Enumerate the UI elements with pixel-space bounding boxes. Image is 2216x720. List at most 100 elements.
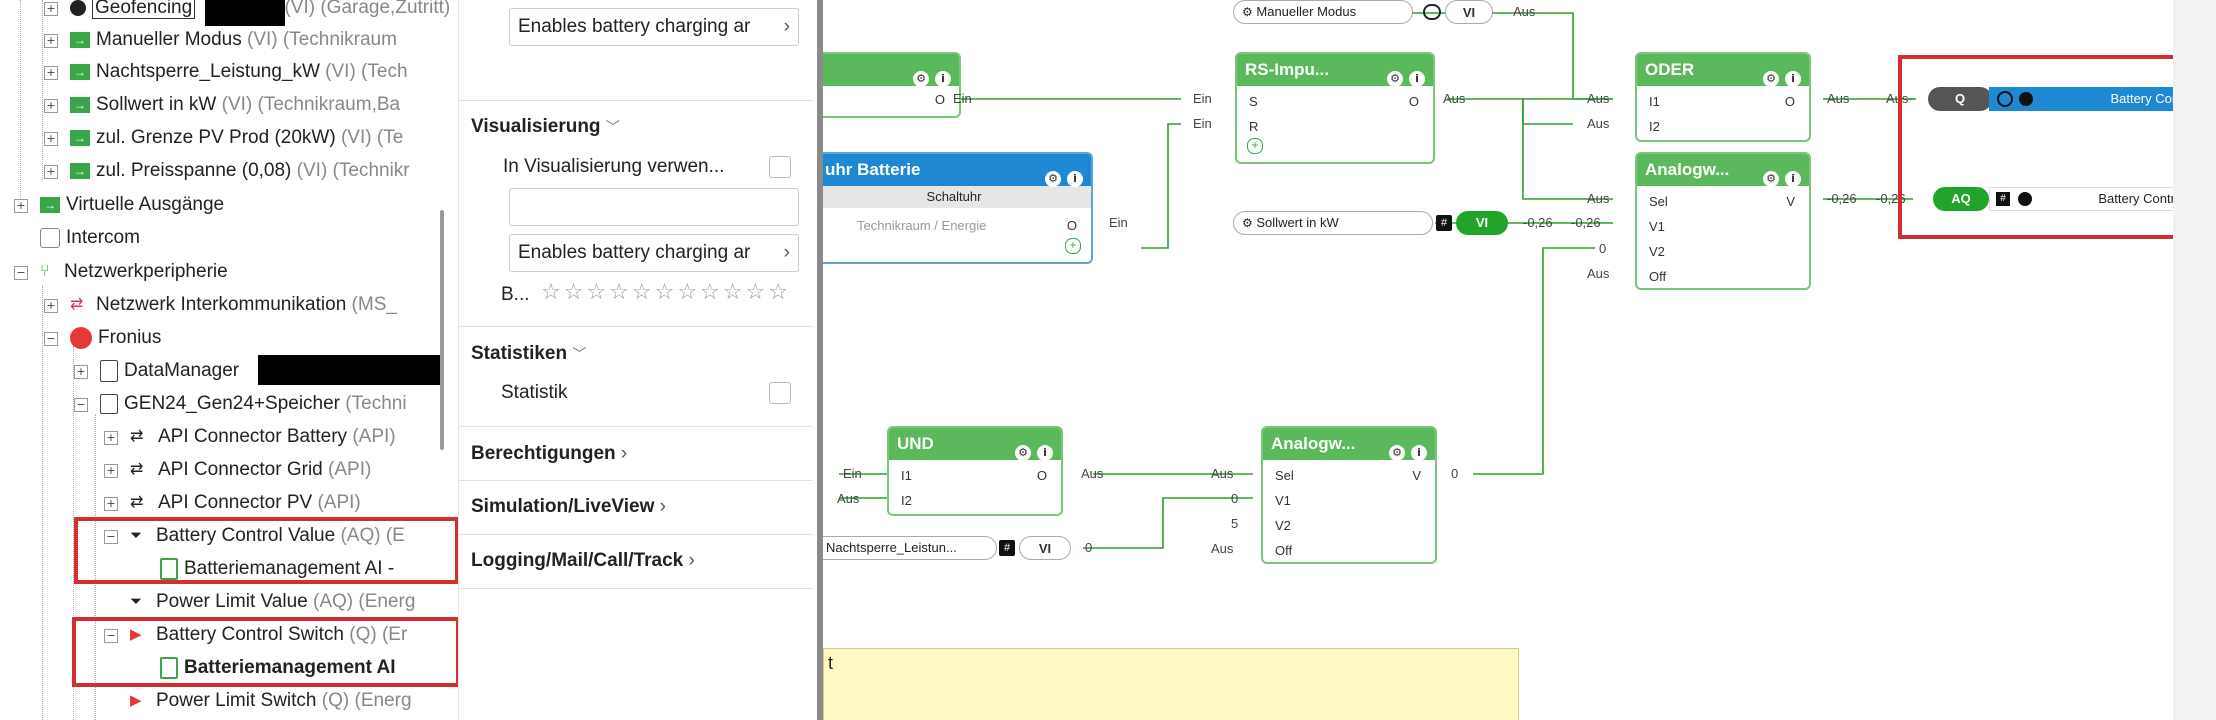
in-visualisierung-checkbox[interactable]	[769, 156, 791, 178]
text-field[interactable]	[509, 188, 799, 226]
tree-item-api-battery[interactable]: + ⇄API Connector Battery (API)	[104, 421, 396, 453]
collapse-icon[interactable]: −	[104, 530, 118, 544]
section-title: Simulation/LiveView	[471, 496, 655, 517]
section-visualisierung[interactable]: Visualisierung ﹀	[471, 116, 620, 138]
tree-item-grenze-pv[interactable]: + →zul. Grenze PV Prod (20kW) (VI) (Te	[44, 122, 403, 154]
info-icon[interactable]: i	[1067, 171, 1083, 187]
tree-item-netzwerkperipherie[interactable]: − ⑂Netzwerkperipherie	[14, 256, 228, 288]
expand-icon[interactable]: +	[44, 299, 58, 313]
expand-icon[interactable]: +	[104, 464, 118, 478]
section-simulation[interactable]: Simulation/LiveView ›	[471, 496, 666, 518]
tree-label: Batteriemanagement AI -	[184, 558, 395, 579]
highlight-box	[74, 517, 458, 584]
tree-label: Intercom	[66, 227, 140, 248]
vi-badge: VI	[1019, 536, 1071, 560]
pin-tag: 0	[1085, 540, 1093, 555]
tree-guide	[42, 0, 44, 180]
digital-output-icon: ▶	[130, 626, 142, 643]
tree-item-preisspanne[interactable]: + →zul. Preisspanne (0,08) (VI) (Technik…	[44, 155, 410, 187]
pin-tag: 0	[1451, 466, 1459, 481]
star-rating[interactable]: ☆☆☆☆☆☆☆☆☆☆☆	[541, 280, 791, 305]
logic-canvas[interactable]: ⚙ Manueller Modus VI Aus ⚙i O Ein uhr Ba…	[823, 0, 2216, 720]
expand-icon[interactable]: +	[44, 34, 58, 48]
manueller-modus-chip[interactable]: ⚙ Manueller Modus	[1233, 0, 1413, 24]
oder-block[interactable]: ODER⚙i I1 I2 O	[1635, 52, 1811, 142]
gear-icon[interactable]: ⚙	[1387, 71, 1403, 87]
section-logging[interactable]: Logging/Mail/Call/Track ›	[471, 550, 695, 572]
panel-splitter[interactable]	[817, 0, 823, 720]
chip-label: Sollwert in kW	[1256, 215, 1339, 230]
info-icon[interactable]: i	[1785, 71, 1801, 87]
info-icon[interactable]: i	[1411, 445, 1427, 461]
info-icon[interactable]: i	[1037, 445, 1053, 461]
analog-selector-block-2[interactable]: Analogw...⚙i Sel V1 V2 Off V	[1261, 426, 1437, 564]
statistik-label: Statistik	[501, 382, 568, 403]
tree-item-power-limit-value[interactable]: ⏷Power Limit Value (AQ) (Energ	[104, 586, 415, 618]
tree-item-manueller-modus[interactable]: + →Manueller Modus (VI) (Technikraum	[44, 24, 397, 56]
logic-block-partial[interactable]: ⚙i O	[823, 52, 961, 118]
gear-icon[interactable]: ⚙	[1389, 445, 1405, 461]
expand-icon[interactable]: +	[74, 365, 88, 379]
description-field-2[interactable]: Enables battery charging ar›	[509, 234, 799, 272]
gear-icon[interactable]: ⚙	[1763, 171, 1779, 187]
tree-item-gen24[interactable]: − GEN24_Gen24+Speicher (Techni	[74, 388, 407, 420]
nachtsperre-chip[interactable]: Nachtsperre_Leistun...	[823, 536, 997, 560]
tree-item-intercom[interactable]: Intercom	[40, 222, 140, 254]
tree-item-fronius[interactable]: − Fronius	[44, 322, 161, 354]
tree-item-batteriemanagement-2[interactable]: Batteriemanagement AI	[160, 652, 396, 684]
description-field[interactable]: Enables battery charging ar›	[509, 8, 799, 46]
comment-note[interactable]: t	[823, 648, 1519, 720]
expand-icon[interactable]: +	[44, 132, 58, 146]
toggle-icon[interactable]	[1423, 4, 1441, 20]
sollwert-chip[interactable]: ⚙ Sollwert in kW	[1233, 211, 1433, 235]
block-title: Analogw...	[1645, 160, 1730, 179]
statistik-checkbox[interactable]	[769, 382, 791, 404]
expand-icon[interactable]: +	[44, 99, 58, 113]
tree-item-interkommunikation[interactable]: + ⇄Netzwerk Interkommunikation (MS_	[44, 289, 397, 321]
add-icon[interactable]: +	[1247, 138, 1263, 154]
schaltuhr-block[interactable]: uhr Batterie⚙i Schaltuhr Technikraum / E…	[823, 152, 1093, 264]
add-icon[interactable]: +	[1065, 238, 1081, 254]
expand-icon[interactable]: +	[44, 2, 58, 16]
tree-item-geofencing[interactable]: + Geofencing (VI) (Garage,Zutritt)	[44, 0, 450, 24]
tree-item-battery-control-value[interactable]: − ⏷Battery Control Value (AQ) (E	[104, 520, 405, 552]
expand-icon[interactable]: +	[104, 431, 118, 445]
section-statistiken[interactable]: Statistiken ﹀	[471, 343, 586, 365]
und-block[interactable]: UND⚙i I1 I2 O	[887, 426, 1063, 516]
expand-icon[interactable]: +	[44, 165, 58, 179]
tree-item-datamanager[interactable]: + DataManager	[74, 355, 239, 387]
tree-scrollbar[interactable]	[440, 210, 444, 450]
pin-tag: -0,26	[1827, 191, 1857, 206]
gear-icon[interactable]: ⚙	[913, 71, 929, 87]
expand-icon[interactable]: +	[44, 66, 58, 80]
analog-selector-block-1[interactable]: Analogw...⚙i Sel V1 V2 Off V	[1635, 152, 1811, 290]
gear-icon[interactable]: ⚙	[1045, 171, 1061, 187]
project-tree[interactable]: + Geofencing (VI) (Garage,Zutritt) + →Ma…	[0, 0, 458, 720]
tree-label: Nachtsperre_Leistung_kW	[96, 61, 320, 82]
collapse-icon[interactable]: −	[74, 398, 88, 412]
info-icon[interactable]: i	[1785, 171, 1801, 187]
tree-sub: (VI) (Garage,Zutritt)	[284, 0, 451, 18]
collapse-icon[interactable]: −	[44, 332, 58, 346]
expand-icon[interactable]: +	[104, 497, 118, 511]
tree-item-power-limit-switch[interactable]: ▶Power Limit Switch (Q) (Energ	[104, 685, 412, 717]
tree-item-api-grid[interactable]: + ⇄API Connector Grid (API)	[104, 454, 371, 486]
tree-item-battery-control-switch[interactable]: − ▶Battery Control Switch (Q) (Er	[104, 619, 407, 651]
tree-item-sollwert[interactable]: + →Sollwert in kW (VI) (Technikraum,Ba	[44, 89, 400, 121]
pin-label: I1	[1649, 94, 1660, 109]
tree-item-virtuelle-ausgaenge[interactable]: + →Virtuelle Ausgänge	[14, 189, 224, 221]
info-icon[interactable]: i	[935, 71, 951, 87]
collapse-icon[interactable]: −	[104, 629, 118, 643]
info-icon[interactable]: i	[1409, 71, 1425, 87]
tree-item-batteriemanagement-1[interactable]: Batteriemanagement AI -	[160, 553, 394, 585]
gear-icon[interactable]: ⚙	[1763, 71, 1779, 87]
rs-impuls-block[interactable]: RS-Impu...⚙i S R O +	[1235, 52, 1435, 164]
tree-sub: (API)	[352, 426, 396, 448]
section-berechtigungen[interactable]: Berechtigungen ›	[471, 443, 627, 465]
tree-label: API Connector Grid	[158, 459, 323, 481]
tree-item-api-pv[interactable]: + ⇄API Connector PV (API)	[104, 487, 361, 519]
gear-icon[interactable]: ⚙	[1015, 445, 1031, 461]
collapse-icon[interactable]: −	[14, 266, 28, 280]
expand-icon[interactable]: +	[14, 199, 28, 213]
tree-item-nachtsperre[interactable]: + →Nachtsperre_Leistung_kW (VI) (Tech	[44, 56, 408, 88]
